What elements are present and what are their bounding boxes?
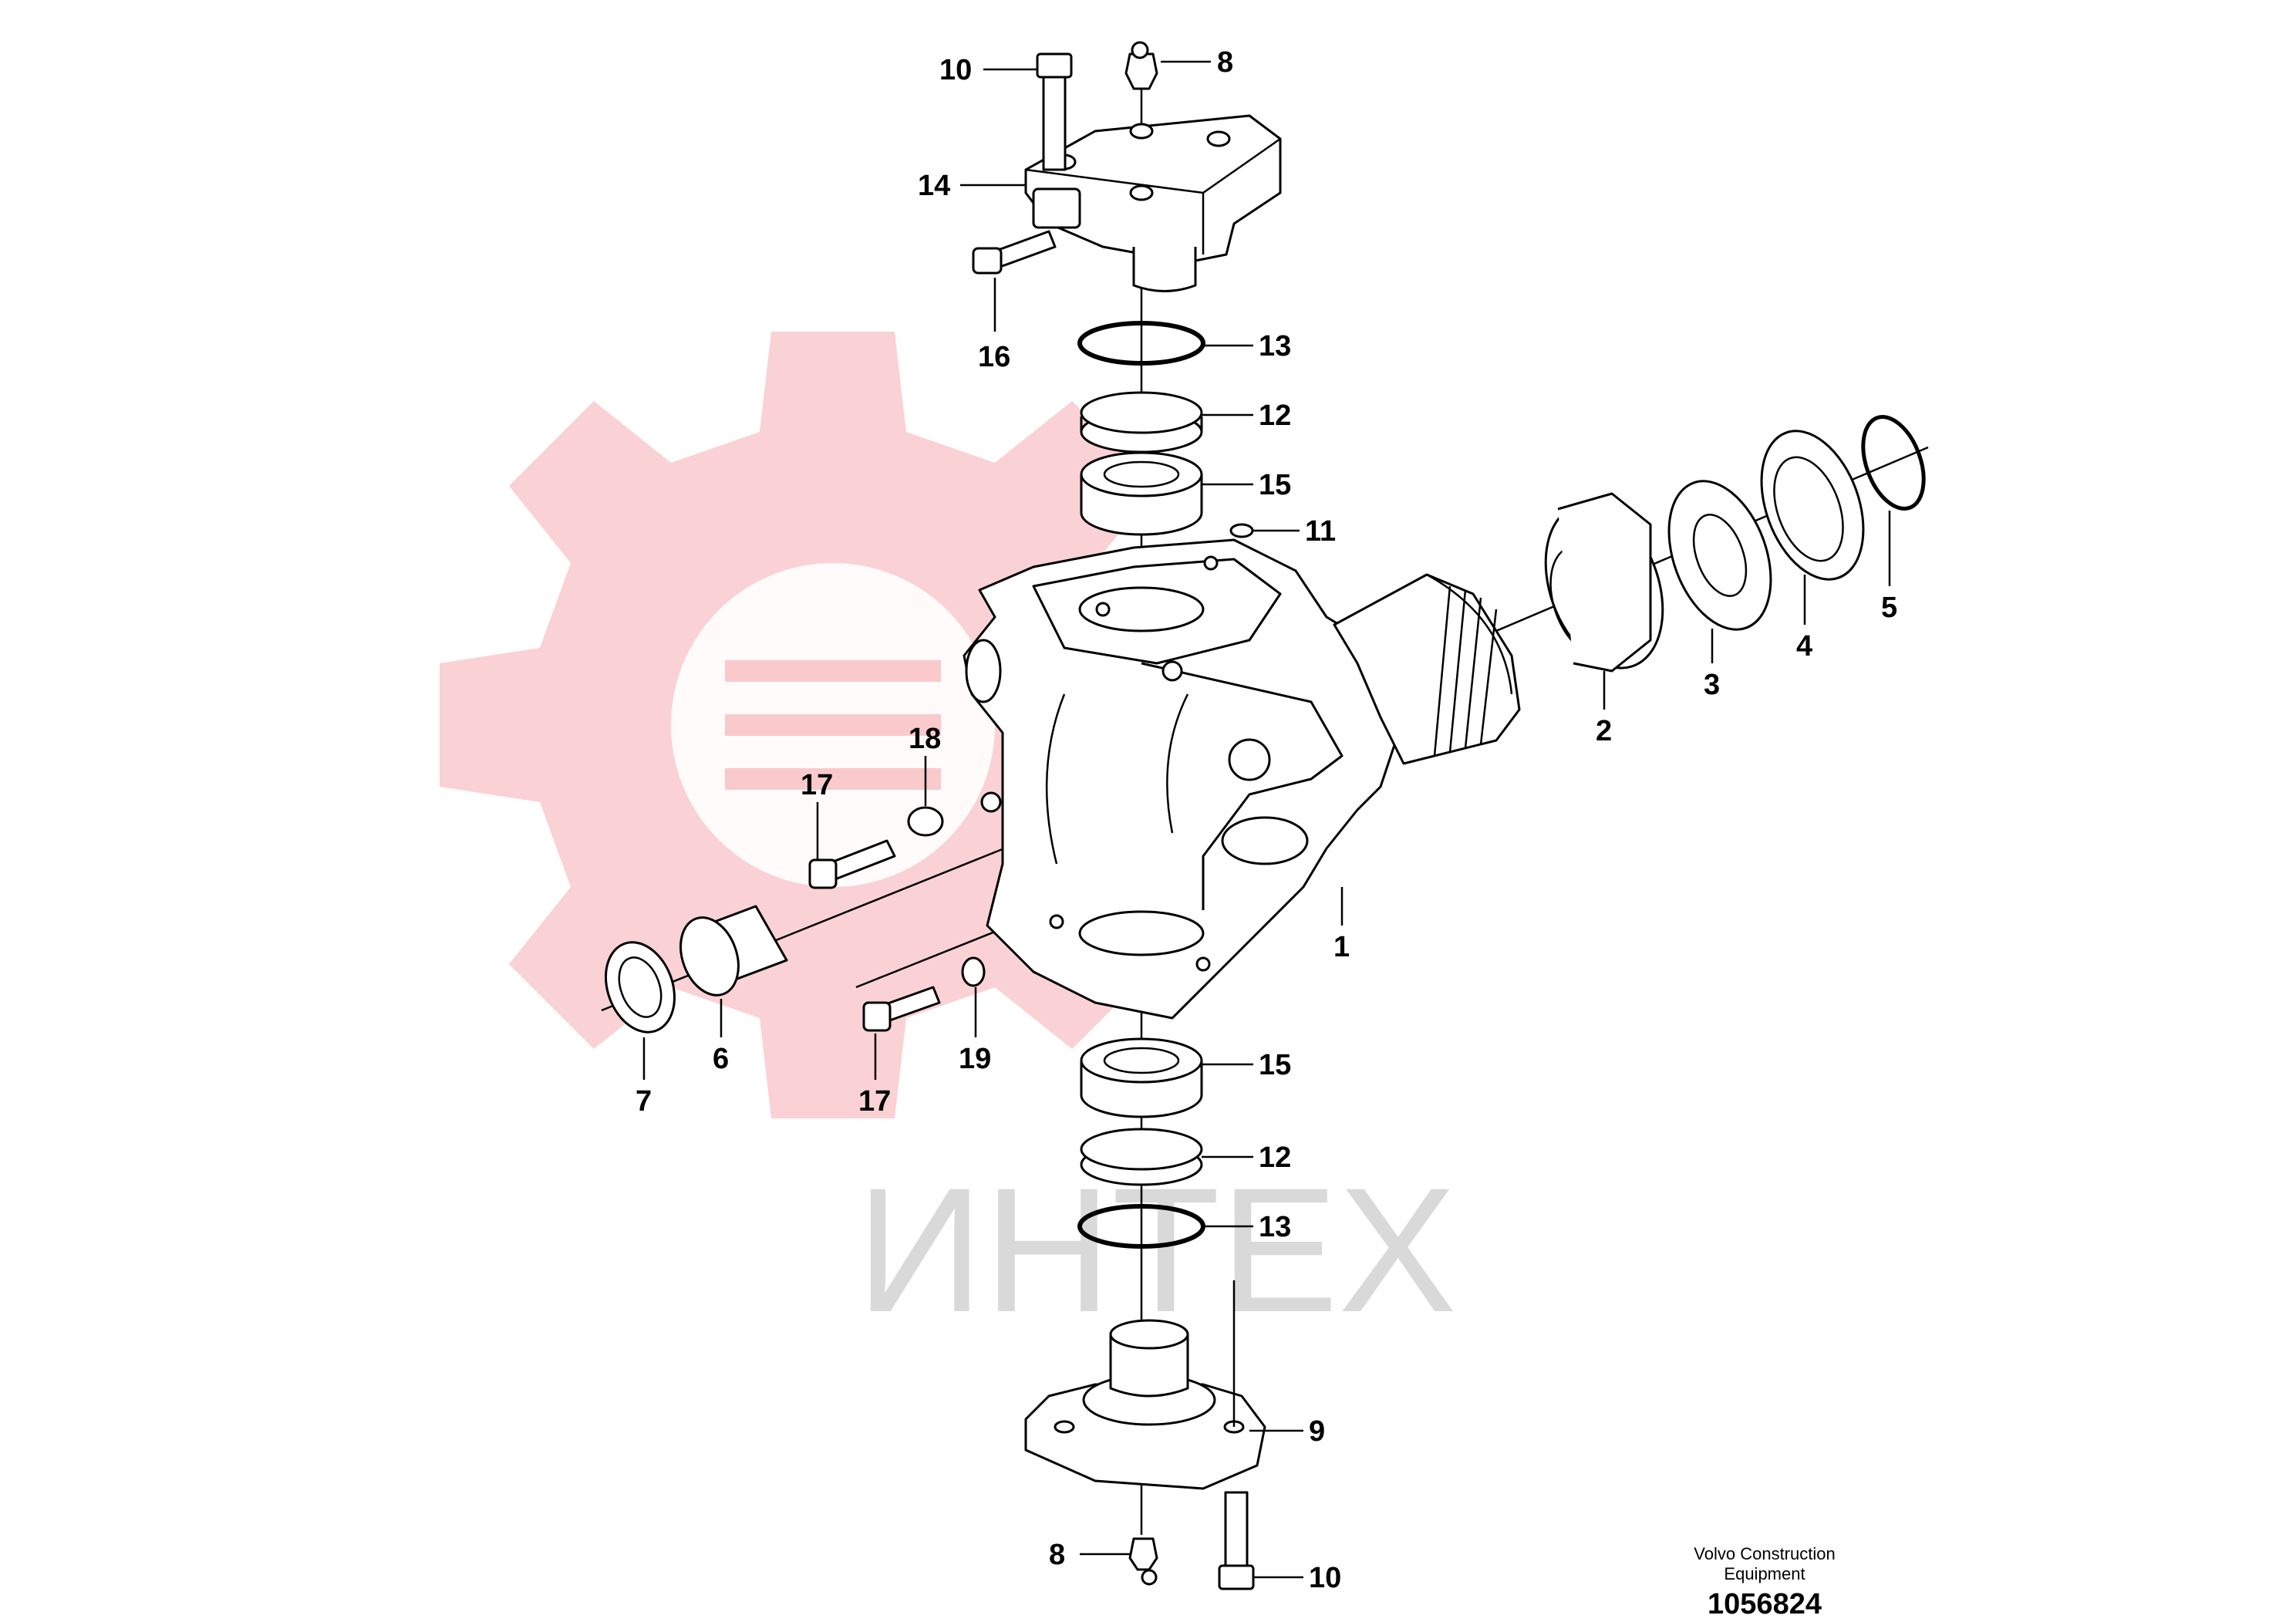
bolt-part-10-bottom bbox=[1218, 1491, 1255, 1590]
bushing-part-6 bbox=[679, 905, 788, 996]
splined-shaft bbox=[1333, 573, 1521, 765]
washer-part-19 bbox=[961, 956, 986, 987]
leader-lines bbox=[642, 60, 1891, 1579]
bearing-part-15-bottom bbox=[1080, 1037, 1203, 1118]
callout-6: 6 bbox=[713, 1043, 729, 1075]
callout-12-top: 12 bbox=[1259, 400, 1291, 432]
callout-9: 9 bbox=[1309, 1415, 1325, 1448]
bearing-cup-part-12-bottom bbox=[1080, 1128, 1203, 1186]
callout-labels: 10 8 14 16 13 12 15 11 2 3 4 5 18 17 1 7… bbox=[636, 46, 1897, 1594]
seal-part-4 bbox=[1760, 430, 1865, 581]
bolt-part-17-top bbox=[808, 839, 896, 889]
callout-18: 18 bbox=[909, 723, 941, 755]
callout-3: 3 bbox=[1704, 669, 1720, 701]
callout-1: 1 bbox=[1333, 931, 1350, 963]
callout-14: 14 bbox=[918, 170, 950, 202]
callout-17-bottom: 17 bbox=[858, 1085, 891, 1118]
callout-12-bottom: 12 bbox=[1259, 1141, 1291, 1174]
steering-knuckle-part-1 bbox=[963, 538, 1397, 1020]
top-cap-part-14 bbox=[1024, 114, 1282, 292]
callout-4: 4 bbox=[1796, 630, 1812, 663]
bolt-part-10-top bbox=[1036, 52, 1073, 171]
snap-ring-part-5 bbox=[1861, 415, 1926, 511]
callout-10-bottom: 10 bbox=[1309, 1562, 1341, 1594]
bearing-part-15-top bbox=[1080, 451, 1203, 536]
drawing-number: 1056824 bbox=[1708, 1588, 1822, 1620]
callout-13-bottom: 13 bbox=[1259, 1211, 1291, 1243]
washer-part-11 bbox=[1229, 523, 1254, 538]
grease-nipple-part-8-top bbox=[1124, 41, 1158, 90]
o-ring-part-13-top bbox=[1077, 321, 1205, 366]
manufacturer-line-1: Volvo Construction bbox=[1694, 1544, 1835, 1563]
plug-part-16 bbox=[972, 230, 1057, 275]
callout-19: 19 bbox=[959, 1043, 991, 1075]
callout-17-top: 17 bbox=[801, 769, 833, 801]
hub-part-2 bbox=[1544, 492, 1664, 673]
callout-15-bottom: 15 bbox=[1259, 1049, 1291, 1081]
callout-16: 16 bbox=[978, 341, 1010, 373]
bearing-cup-part-12-top bbox=[1080, 391, 1203, 454]
shim-part-3 bbox=[1667, 480, 1772, 631]
bolt-part-17-bottom bbox=[862, 986, 941, 1032]
callout-8-bottom: 8 bbox=[1049, 1539, 1065, 1571]
bottom-cap-part-9 bbox=[1024, 1319, 1266, 1490]
callout-13-top: 13 bbox=[1259, 330, 1291, 363]
nut-part-18 bbox=[907, 806, 944, 837]
callout-2: 2 bbox=[1596, 715, 1612, 747]
callout-8-top: 8 bbox=[1217, 46, 1233, 79]
callout-10-top: 10 bbox=[939, 54, 972, 86]
callout-7: 7 bbox=[636, 1085, 652, 1118]
seal-part-7 bbox=[605, 941, 676, 1034]
manufacturer-line-2: Equipment bbox=[1724, 1564, 1805, 1583]
callout-5: 5 bbox=[1881, 592, 1897, 624]
callout-15-top: 15 bbox=[1259, 469, 1291, 501]
reference-block: Volvo Construction Equipment 1056824 bbox=[1694, 1544, 1835, 1620]
grease-nipple-part-8-bottom bbox=[1128, 1537, 1158, 1586]
callout-11: 11 bbox=[1305, 515, 1336, 548]
